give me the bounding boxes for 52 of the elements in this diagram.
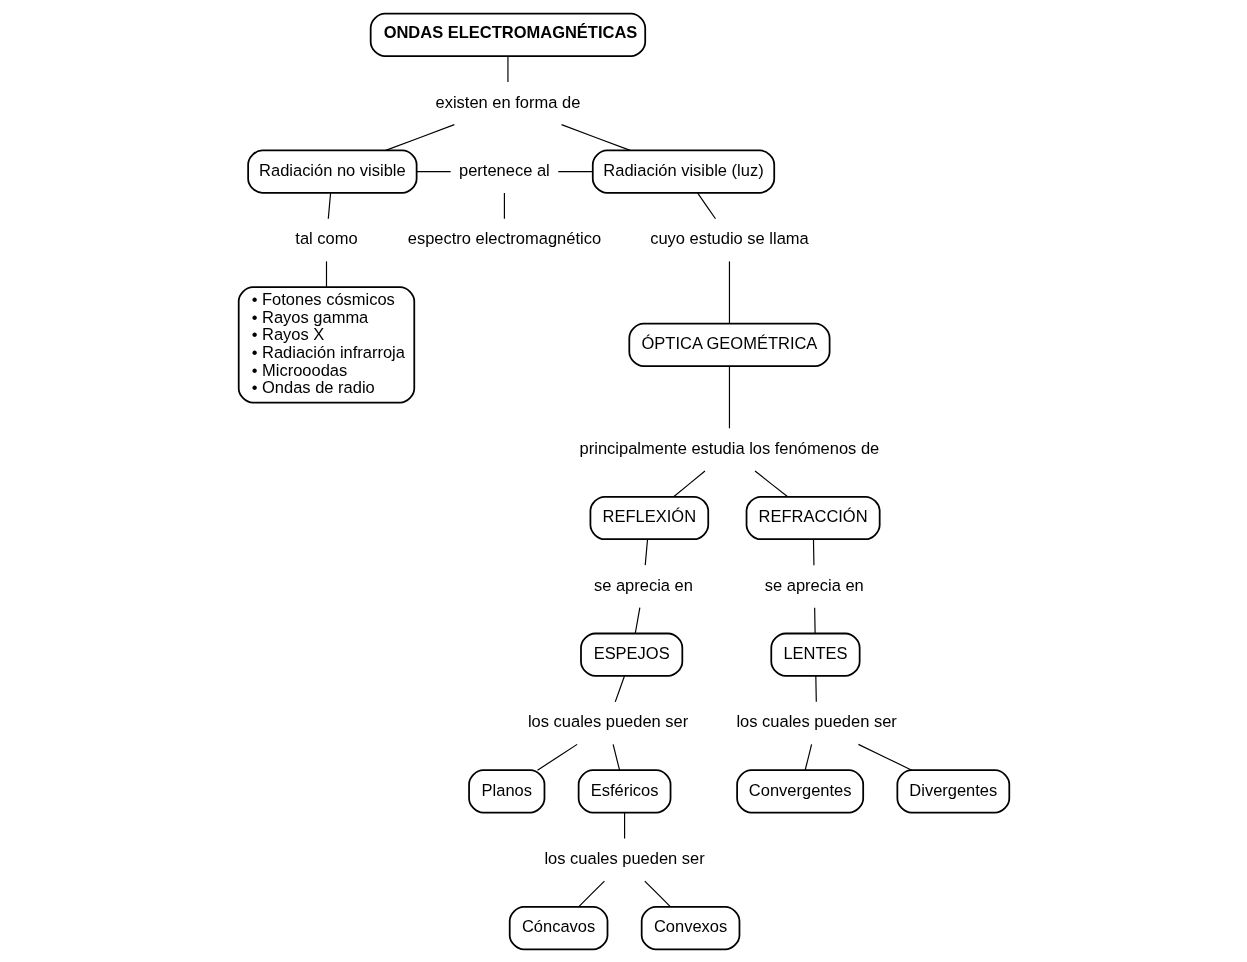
node-text: principalmente estudia los fenómenos de xyxy=(579,438,879,457)
node-box: Planos xyxy=(467,768,545,813)
connector xyxy=(672,469,706,497)
connector xyxy=(503,191,505,219)
node-box: ÓPTICA GEOMÉTRICA xyxy=(627,322,830,367)
connector xyxy=(384,123,455,151)
node-text: se aprecia en xyxy=(593,575,693,594)
node-text: los cuales pueden ser xyxy=(543,848,705,867)
node-box: Divergentes xyxy=(895,768,1010,813)
node-box: Radiación visible (luz) xyxy=(591,149,775,194)
connector xyxy=(415,170,451,172)
node-box: ONDAS ELECTROMAGNÉTICAS xyxy=(369,12,646,57)
node-text: los cuales pueden ser xyxy=(735,711,897,730)
connector xyxy=(643,879,671,907)
connector xyxy=(696,191,716,219)
node-text: pertenece al xyxy=(458,160,550,179)
connector xyxy=(623,811,625,839)
connector xyxy=(577,879,605,907)
connector xyxy=(813,606,816,634)
connector xyxy=(506,55,509,83)
connector xyxy=(557,170,593,172)
connector xyxy=(857,743,912,771)
connector xyxy=(728,260,730,324)
connector xyxy=(644,538,648,566)
node-box: Esféricos xyxy=(577,768,671,813)
connector xyxy=(812,538,814,566)
node-box: ESPEJOS xyxy=(579,632,683,677)
node-box: Cóncavos xyxy=(508,905,608,950)
node-box: LENTES xyxy=(769,632,861,677)
connector xyxy=(560,123,631,151)
node-box: • Fotones cósmicos • Rayos gamma • Rayos X • Radiación infrarroja • Microoodas • Ondas de radio xyxy=(237,285,415,403)
node-text: tal como xyxy=(294,228,358,247)
connector xyxy=(614,674,625,702)
node-box: Convergentes xyxy=(735,768,864,813)
node-text: cuyo estudio se llama xyxy=(649,228,809,247)
connector xyxy=(325,260,327,287)
node-box: Radiación no visible xyxy=(246,149,417,194)
connector xyxy=(612,743,620,771)
node-text: espectro electromagnético xyxy=(407,228,601,247)
node-text: los cuales pueden ser xyxy=(527,711,688,730)
connector xyxy=(753,469,788,497)
connector xyxy=(536,743,578,771)
node-box: REFLEXIÓN xyxy=(589,495,709,540)
node-box: REFRACCIÓN xyxy=(745,495,881,540)
connector xyxy=(804,743,812,771)
node-box: Convexos xyxy=(640,905,740,950)
connector xyxy=(634,606,640,634)
connector xyxy=(814,674,817,702)
connector xyxy=(728,365,730,429)
node-text: existen en forma de xyxy=(435,92,580,111)
node-text: se aprecia en xyxy=(764,575,864,594)
connector xyxy=(327,191,331,219)
